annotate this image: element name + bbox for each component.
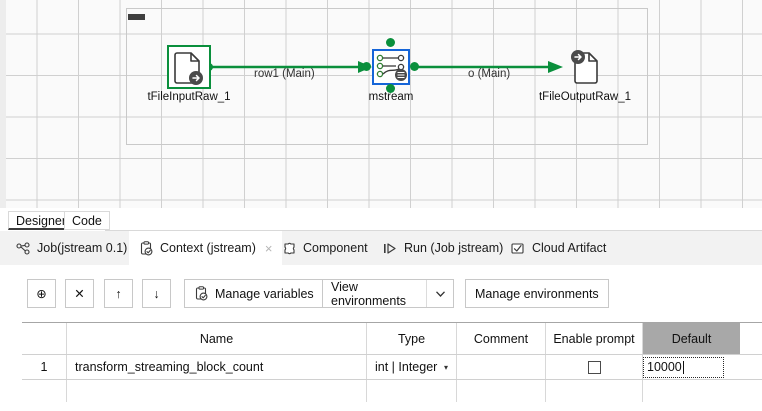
select-value: View environments — [331, 279, 407, 308]
link-label-o: o (Main) — [468, 68, 511, 80]
table-empty-row[interactable] — [22, 380, 762, 402]
manage-variables-button[interactable]: Manage variables — [184, 279, 324, 308]
button-label: Manage environments — [475, 286, 599, 301]
puzzle-piece-icon — [284, 242, 295, 255]
add-variable-button[interactable]: ⊕ — [27, 279, 56, 308]
tab-label: Job(jstream 0.1) — [37, 241, 128, 255]
resize-handle-left[interactable] — [362, 62, 371, 71]
cell-default[interactable]: 10000 — [643, 355, 740, 379]
cell-empty — [457, 380, 546, 402]
move-down-button[interactable]: ↓ — [142, 279, 171, 308]
map-stream-icon — [376, 54, 407, 81]
close-icon[interactable]: × — [264, 240, 273, 256]
column-header-default[interactable]: Default — [643, 323, 740, 354]
tab-label: Run (Job jstream) — [404, 241, 504, 255]
type-value: int | Integer — [375, 360, 438, 374]
editor-tab-strip: Designer Code — [0, 208, 762, 232]
component-label: tFileOutputRaw_1 — [538, 91, 632, 103]
subjob-container[interactable] — [126, 8, 648, 145]
cell-empty — [546, 380, 643, 402]
context-clipboard-icon — [195, 286, 208, 301]
default-value-input[interactable]: 10000 — [643, 356, 724, 378]
view-environments-select[interactable]: View environments — [322, 279, 454, 308]
resize-handle-right[interactable] — [410, 62, 419, 71]
file-output-icon — [571, 50, 598, 84]
component-label: tFileInputRaw_1 — [147, 91, 231, 103]
text-caret — [682, 360, 684, 374]
default-value-text: 10000 — [647, 360, 682, 374]
run-play-icon — [384, 242, 396, 254]
cell-empty — [367, 380, 457, 402]
tab-cloud-artifact[interactable]: Cloud Artifact — [500, 231, 616, 265]
context-toolbar: ⊕ ✕ ↑ ↓ Manage variables View environmen… — [0, 265, 762, 322]
component-tfileoutputraw-1[interactable]: tFileOutputRaw_1 — [539, 45, 631, 103]
cell-empty — [67, 380, 367, 402]
move-up-button[interactable]: ↑ — [104, 279, 133, 308]
button-label: Manage variables — [215, 286, 314, 301]
cell-name[interactable]: transform_streaming_block_count — [67, 355, 367, 379]
component-tfileinputraw-1[interactable]: tFileInputRaw_1 — [147, 45, 231, 103]
context-variables-table: Name Type Comment Enable prompt Default … — [22, 322, 762, 402]
column-header-name[interactable]: Name — [67, 323, 367, 354]
cell-empty — [22, 380, 67, 402]
column-header-rownum[interactable] — [22, 323, 67, 354]
tab-label: Component — [303, 241, 368, 255]
chevron-down-icon[interactable]: ▾ — [443, 362, 448, 372]
subjob-collapse-toggle[interactable] — [128, 14, 145, 20]
link-label-row1: row1 (Main) — [254, 68, 315, 80]
tab-designer[interactable]: Designer — [8, 211, 75, 230]
cloud-artifact-icon — [511, 242, 524, 254]
cell-comment[interactable] — [457, 355, 546, 379]
editor-tab-filler — [105, 211, 762, 231]
column-header-comment[interactable]: Comment — [457, 323, 546, 354]
resize-handle-bottom[interactable] — [386, 84, 395, 93]
tab-label: Cloud Artifact — [532, 241, 607, 255]
job-designer-canvas[interactable]: row1 (Main) o (Main) tFileInputRaw_1 — [0, 0, 762, 208]
remove-variable-button[interactable]: ✕ — [65, 279, 94, 308]
table-row[interactable]: 1 transform_streaming_block_count int | … — [22, 355, 762, 380]
file-input-icon — [174, 52, 203, 85]
tab-context-jstream[interactable]: Context (jstream) × — [129, 231, 283, 265]
canvas-left-strip — [0, 0, 6, 208]
resize-handle-top[interactable] — [386, 38, 395, 47]
component-mstream[interactable]: mstream — [362, 38, 419, 103]
tab-code[interactable]: Code — [64, 211, 110, 230]
tab-label: Context (jstream) — [160, 241, 256, 255]
job-graph-icon — [16, 241, 30, 255]
tab-run-job-jstream[interactable]: Run (Job jstream) — [372, 231, 513, 265]
context-panel: ⊕ ✕ ↑ ↓ Manage variables View environmen… — [0, 265, 762, 411]
cell-enable-prompt[interactable] — [546, 355, 643, 379]
cell-empty — [643, 380, 740, 402]
column-header-enable-prompt[interactable]: Enable prompt — [546, 323, 643, 354]
enable-prompt-checkbox[interactable] — [587, 360, 601, 374]
component-label: mstream — [368, 91, 414, 103]
cell-type[interactable]: int | Integer ▾ — [367, 355, 457, 379]
manage-environments-button[interactable]: Manage environments — [465, 279, 609, 308]
column-header-type[interactable]: Type — [367, 323, 457, 354]
chevron-down-icon[interactable] — [426, 280, 445, 307]
tab-job-jstream[interactable]: Job(jstream 0.1) — [6, 231, 137, 265]
cell-rownum: 1 — [22, 355, 67, 379]
context-clipboard-icon — [140, 240, 153, 255]
tab-component[interactable]: Component — [272, 231, 378, 265]
table-header-row: Name Type Comment Enable prompt Default — [22, 322, 762, 355]
view-tab-strip: Job(jstream 0.1) Context (jstream) × Com… — [0, 231, 762, 266]
